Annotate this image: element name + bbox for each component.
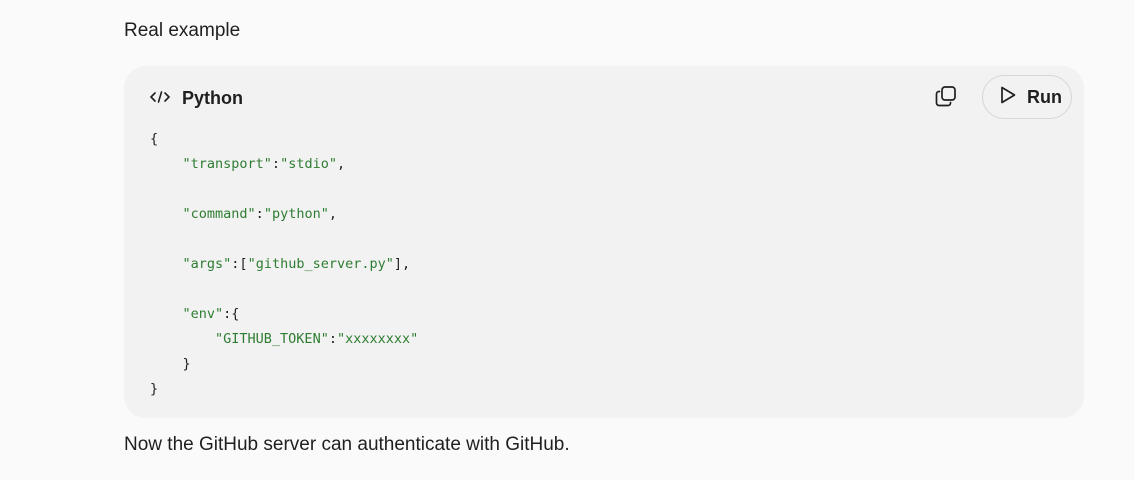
- explanation-text: Now the GitHub server can authenticate w…: [124, 434, 570, 455]
- code-punctuation: :: [255, 206, 264, 222]
- code-brace: }: [150, 381, 159, 397]
- code-block-header: Python Run: [124, 66, 1084, 130]
- code-punctuation: ,: [336, 156, 346, 172]
- code-string: "python": [263, 206, 329, 222]
- code-punctuation: :: [328, 331, 337, 347]
- code-string: "xxxxxxxx": [336, 331, 419, 347]
- code-key: "transport": [182, 156, 272, 172]
- code-string: "github_server.py": [247, 256, 394, 272]
- code-punctuation: ,: [328, 206, 337, 222]
- play-icon: [999, 85, 1017, 110]
- code-brace: }: [182, 356, 191, 372]
- code-language-label: Python: [182, 88, 243, 108]
- code-key: "env": [182, 306, 224, 322]
- code-punctuation: :: [271, 156, 281, 172]
- code-punctuation: ],: [393, 256, 411, 272]
- code-key: "command": [182, 206, 256, 222]
- section-heading: Real example: [124, 20, 241, 41]
- code-punctuation: :[: [231, 256, 248, 272]
- code-content: { "transport":"stdio", "command":"python…: [150, 127, 418, 402]
- code-brackets-icon: [150, 89, 170, 105]
- code-punctuation: :{: [223, 306, 240, 322]
- run-label: Run: [1027, 86, 1062, 107]
- code-brace: {: [150, 131, 159, 147]
- code-string: "stdio": [280, 156, 337, 172]
- copy-icon: [934, 84, 958, 113]
- code-block: Python Run { "transport":"stdio", "comma…: [124, 66, 1084, 418]
- code-key: "args": [182, 256, 232, 272]
- code-key: "GITHUB_TOKEN": [215, 331, 329, 347]
- copy-code-button[interactable]: [928, 80, 964, 116]
- run-code-button[interactable]: Run: [982, 75, 1072, 119]
